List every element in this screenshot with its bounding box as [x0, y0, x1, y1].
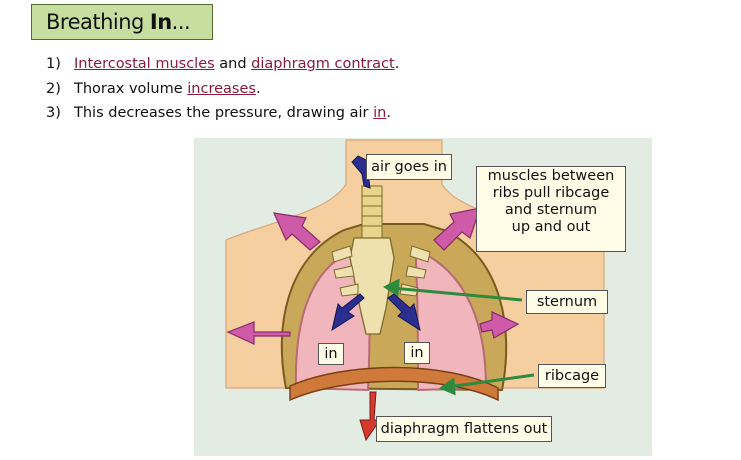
label-muscles: muscles between ribs pull ribcage and st…: [476, 166, 626, 252]
muscle-arrows: [226, 207, 520, 345]
label-muscles-line: muscles between: [487, 168, 615, 184]
label-in-left: in: [318, 343, 344, 365]
step-number: 1): [46, 56, 61, 72]
step-text: .: [394, 56, 400, 72]
label-muscles-line: ribs pull ribcage: [492, 185, 610, 201]
label-diaphragm: diaphragm flattens out: [376, 416, 552, 442]
breathing-diagram: air goes in muscles between ribs pull ri…: [194, 138, 652, 456]
step-item: 1) Intercostal muscles and diaphragm cont…: [46, 52, 399, 77]
steps-list: 1) Intercostal muscles and diaphragm cont…: [46, 52, 399, 126]
diaphragm-arrow: [359, 391, 381, 442]
slide-title: Breathing In ...: [31, 4, 213, 40]
trachea: [361, 185, 383, 245]
title-bold: In: [149, 10, 172, 34]
step-text: This decreases the pressure, drawing air: [74, 105, 374, 121]
step-item: 3) This decreases the pressure, drawing a…: [46, 101, 399, 126]
pointer-arrows: [382, 278, 535, 396]
step-number: 2): [46, 80, 61, 97]
title-normal: Breathing: [46, 10, 144, 34]
label-sternum: sternum: [526, 290, 608, 314]
label-muscles-line: and sternum: [504, 202, 598, 218]
step-text: and: [214, 56, 252, 72]
label-air-goes-in: air goes in: [366, 154, 452, 180]
diaphragm: [289, 366, 499, 402]
link-increases[interactable]: increases: [187, 80, 256, 97]
step-text: .: [386, 105, 391, 121]
step-text: .: [255, 80, 261, 97]
link-diaphragm-contract[interactable]: diaphragm contract: [251, 56, 395, 72]
label-in-right: in: [404, 342, 430, 364]
step-number: 3): [46, 105, 61, 121]
link-in[interactable]: in: [373, 105, 387, 121]
step-text: Thorax volume: [74, 80, 188, 97]
step-item: 2) Thorax volume increases.: [46, 77, 399, 102]
label-muscles-line: up and out: [511, 219, 591, 235]
title-ellipsis: ...: [171, 10, 191, 34]
link-intercostal-muscles[interactable]: Intercostal muscles: [74, 56, 215, 72]
label-ribcage: ribcage: [538, 364, 606, 388]
